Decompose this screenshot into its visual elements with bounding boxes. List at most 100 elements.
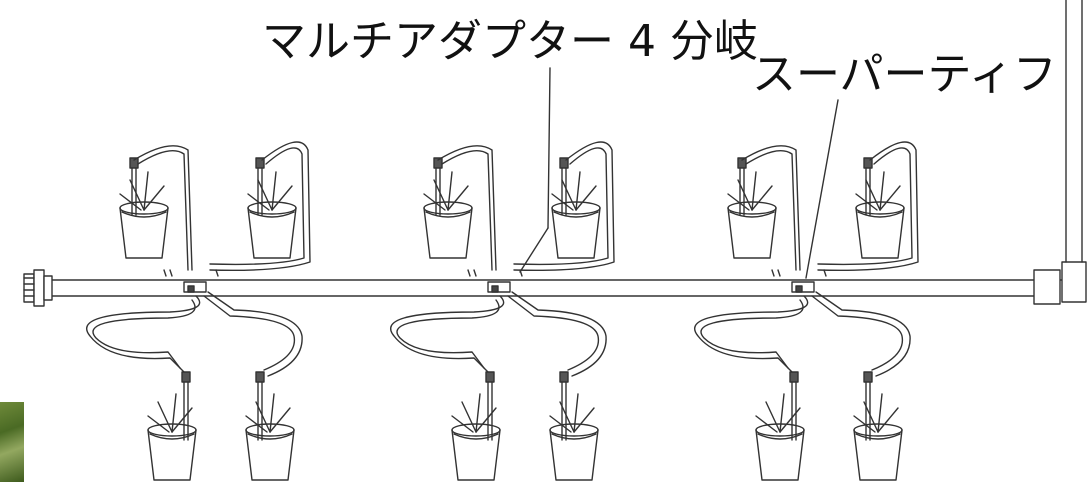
- pot-upper-right: [247, 171, 297, 259]
- unit-1: [86, 141, 311, 481]
- pot-body: [855, 207, 905, 259]
- plant: [245, 393, 291, 433]
- pot-upper-left: [727, 171, 777, 259]
- dripper-head: [255, 371, 265, 383]
- soil-line: [121, 211, 167, 218]
- tube-upper-left: [133, 145, 193, 271]
- adapter-clamp: [183, 281, 207, 293]
- soil-line: [149, 433, 195, 440]
- soil-line: [249, 211, 295, 218]
- super-tiff-leader: [805, 99, 839, 279]
- unit-2: [390, 141, 615, 481]
- pot-body: [147, 429, 197, 481]
- multi-adapter: [777, 269, 827, 293]
- soil-line: [855, 433, 901, 440]
- unit-3: [694, 141, 919, 481]
- pot-rim: [423, 201, 473, 215]
- pot-lower-right: [853, 393, 903, 481]
- dripper-stake: [789, 371, 799, 441]
- adapter-clamp: [487, 281, 511, 293]
- pot-rim: [549, 423, 599, 437]
- soil-line: [757, 433, 803, 440]
- tube-upper-left: [741, 145, 801, 271]
- dripper-stake: [863, 157, 873, 216]
- multi-adapter: [473, 269, 523, 293]
- dripper-head: [737, 157, 747, 169]
- pot-body: [727, 207, 777, 259]
- main-pipe: [23, 0, 1087, 307]
- dripper-stake: [181, 371, 191, 441]
- adapter-bolt: [491, 285, 499, 293]
- plant: [549, 393, 595, 433]
- dripper-head: [485, 371, 495, 383]
- tube-lower-right: [811, 295, 904, 371]
- dripper-stake: [559, 371, 569, 441]
- tube-upper-left: [437, 145, 497, 271]
- elbow-fitting: [1033, 0, 1087, 305]
- tube-lower-right: [203, 295, 296, 371]
- plant: [423, 171, 469, 211]
- dripper-head: [863, 371, 873, 383]
- soil-line: [857, 211, 903, 218]
- pot-rim: [853, 423, 903, 437]
- plant: [755, 393, 801, 433]
- dripper-stake: [863, 371, 873, 441]
- soil-line: [425, 211, 471, 218]
- pot-body: [853, 429, 903, 481]
- pot-body: [551, 207, 601, 259]
- dripper-head: [255, 157, 265, 169]
- super-tiff-label: スーパーティフ: [752, 49, 1057, 100]
- multi-adapter-label: マルチアダプター 4 分岐: [262, 16, 758, 67]
- soil-line: [453, 433, 499, 440]
- pot-rim: [119, 201, 169, 215]
- pot-upper-left: [119, 171, 169, 259]
- dripper-stake: [433, 157, 443, 216]
- adapter-clamp: [791, 281, 815, 293]
- pot-rim: [147, 423, 197, 437]
- pot-body: [755, 429, 805, 481]
- tube-lower-left: [390, 295, 505, 373]
- soil-line: [553, 211, 599, 218]
- pot-rim: [727, 201, 777, 215]
- hose-connector: [23, 269, 53, 307]
- pot-body: [119, 207, 169, 259]
- dripper-stake: [255, 371, 265, 441]
- plant: [451, 393, 497, 433]
- adapter-bolt: [795, 285, 803, 293]
- pot-rim: [451, 423, 501, 437]
- pot-upper-right: [855, 171, 905, 259]
- adapter-leader-vertical: [547, 67, 551, 229]
- dripper-head: [433, 157, 443, 169]
- pot-lower-left: [755, 393, 805, 481]
- plant: [119, 171, 165, 211]
- pot-body: [423, 207, 473, 259]
- tube-upper-right: [817, 141, 919, 272]
- dripper-stake: [255, 157, 265, 216]
- plant: [853, 393, 899, 433]
- tube-lower-left: [694, 295, 809, 373]
- dripper-stake: [129, 157, 139, 216]
- tube-upper-right: [513, 141, 615, 272]
- pot-rim: [551, 201, 601, 215]
- pot-upper-left: [423, 171, 473, 259]
- dripper-head: [559, 371, 569, 383]
- pot-body: [549, 429, 599, 481]
- multi-adapter: [169, 269, 219, 293]
- soil-line: [729, 211, 775, 218]
- pot-rim: [855, 201, 905, 215]
- pot-lower-left: [147, 393, 197, 481]
- dripper-head: [129, 157, 139, 169]
- pot-body: [247, 207, 297, 259]
- dripper-stake: [559, 157, 569, 216]
- pot-rim: [245, 423, 295, 437]
- dripper-head: [559, 157, 569, 169]
- pot-rim: [755, 423, 805, 437]
- dripper-head: [863, 157, 873, 169]
- dripper-stake: [485, 371, 495, 441]
- soil-line: [551, 433, 597, 440]
- dripper-stake: [737, 157, 747, 216]
- label-leaders: [519, 67, 839, 279]
- tube-lower-left: [86, 295, 201, 373]
- pot-body: [451, 429, 501, 481]
